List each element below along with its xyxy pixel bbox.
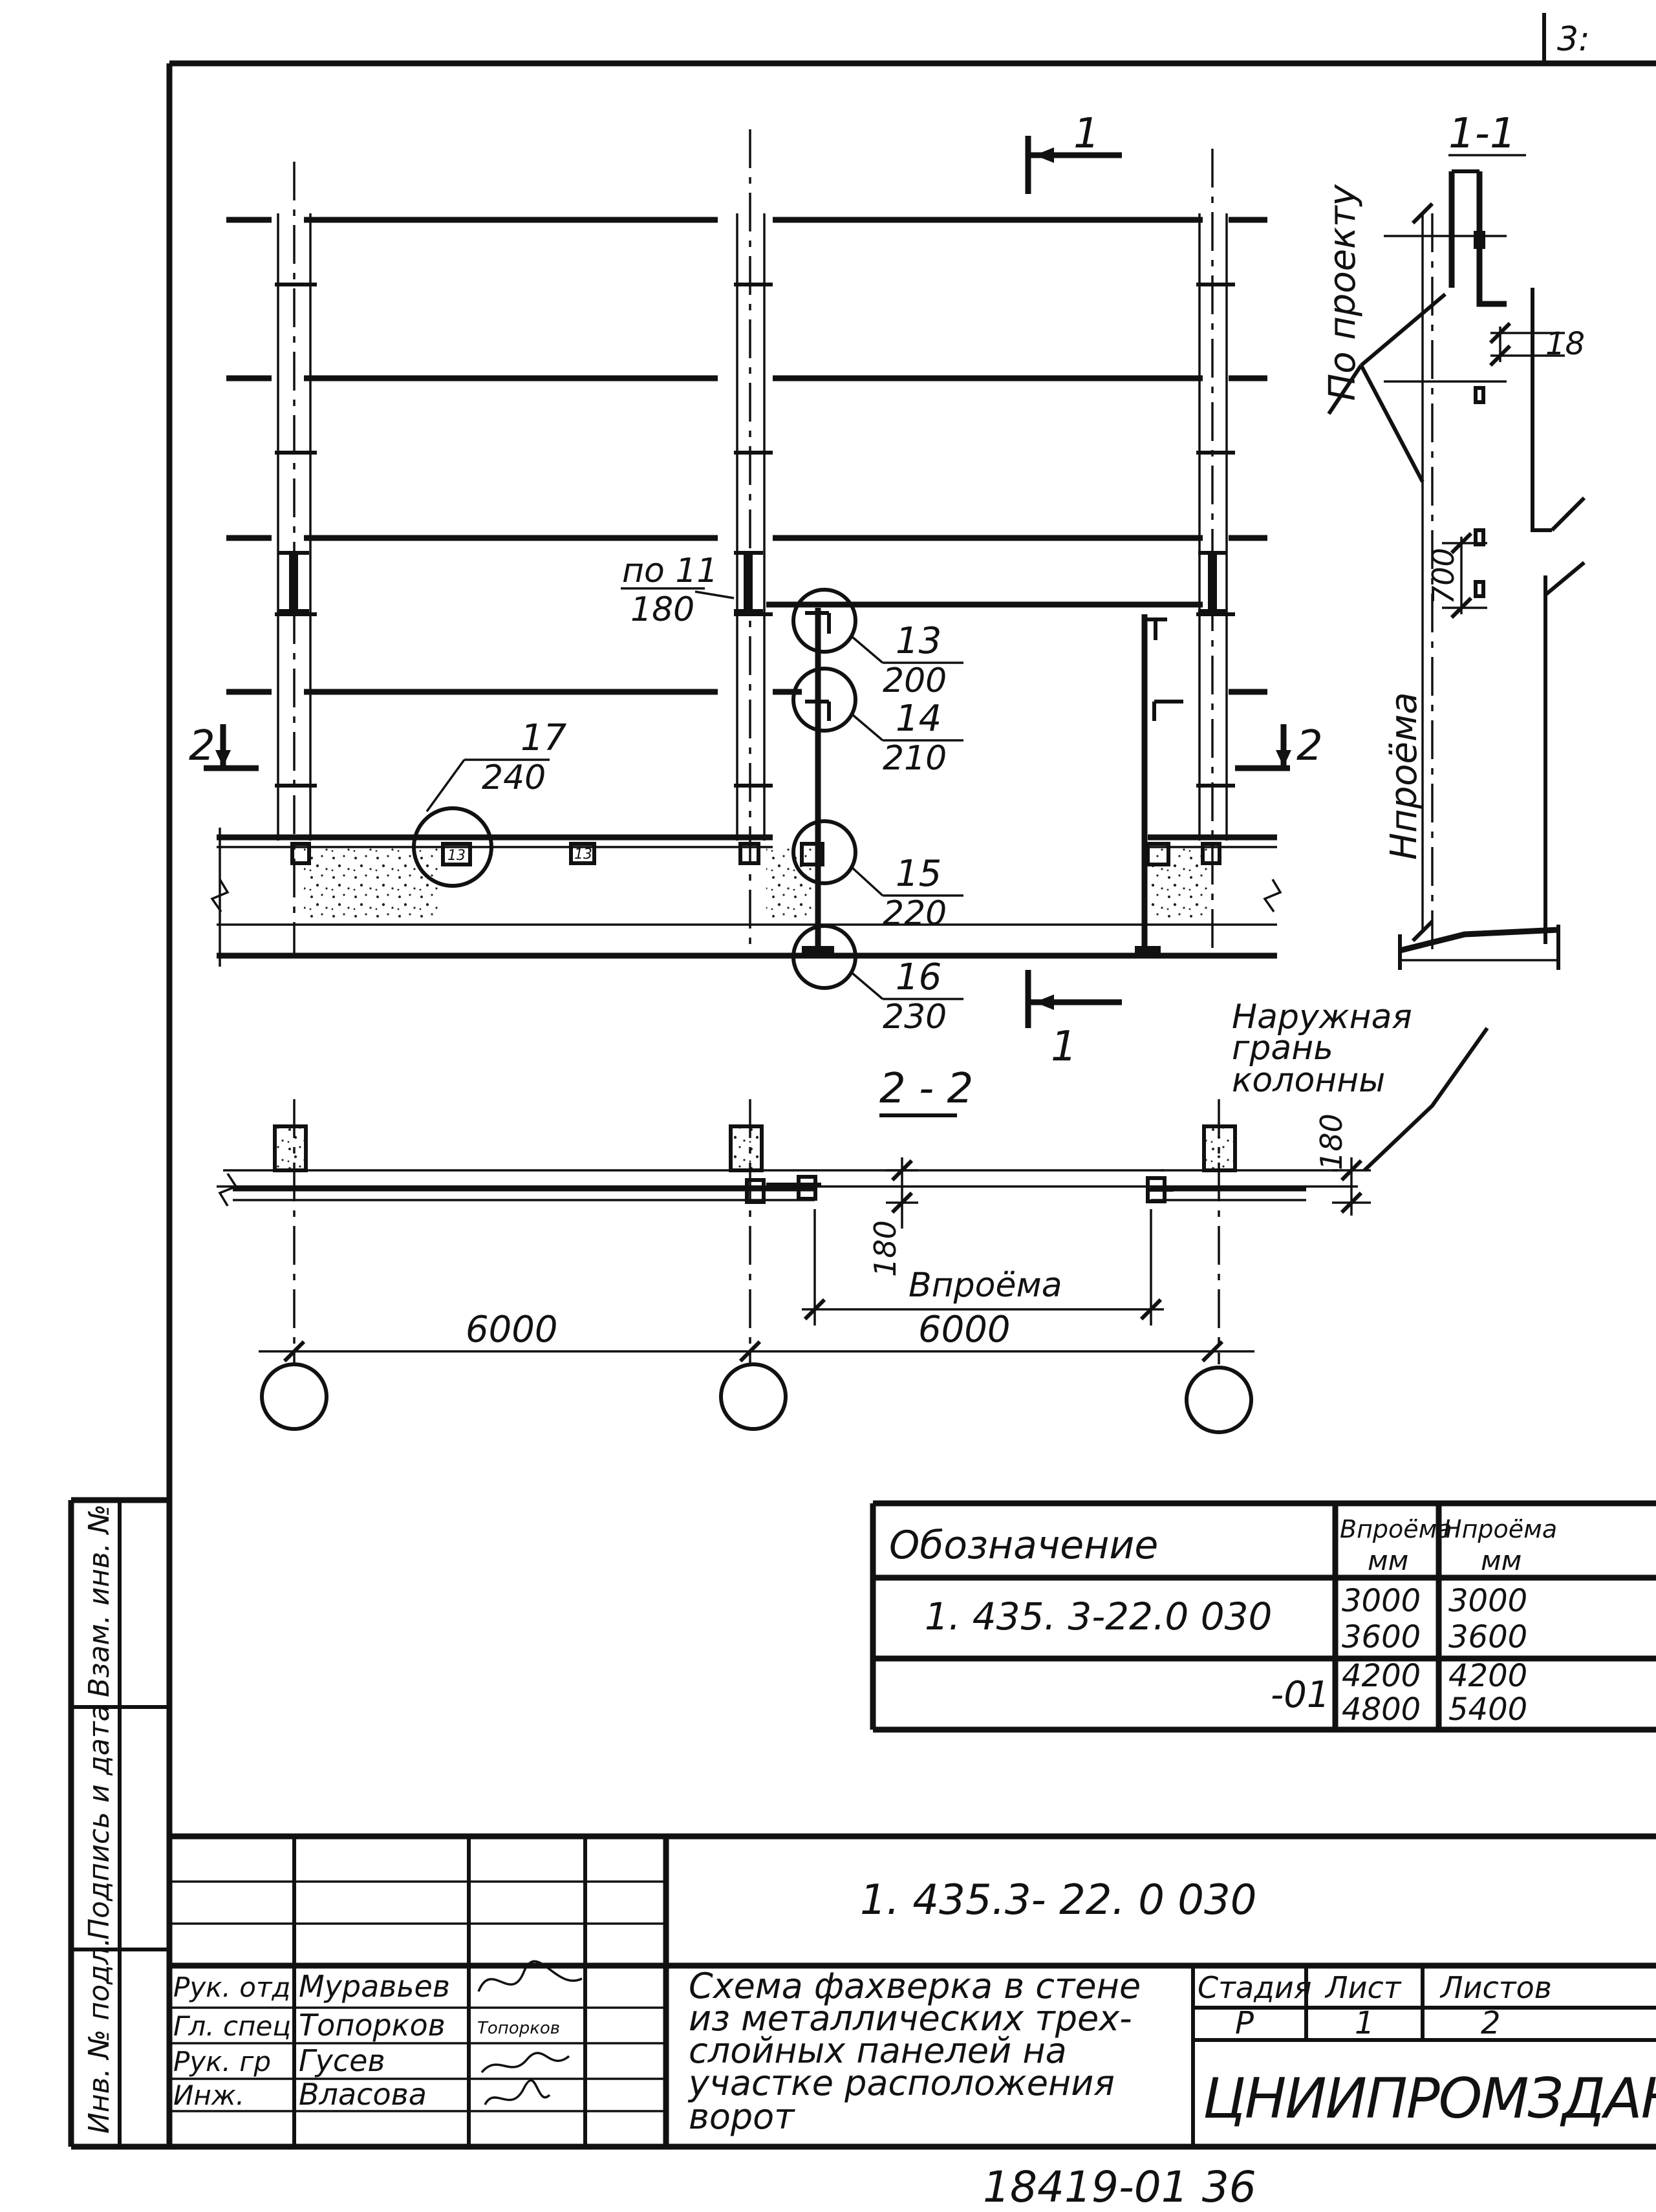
dim-180-right: 180 (1314, 1113, 1349, 1170)
name-2: Топорков (299, 2008, 446, 2043)
spec-header-h: Нпроёма (1443, 1515, 1557, 1543)
callout-14-sheet: 210 (883, 739, 947, 778)
dim-18-label: 18 (1545, 326, 1585, 362)
side-stamp-vzam: Взам. инв. № (83, 1504, 116, 1697)
facade-elevation (204, 129, 1291, 1028)
spec-row1-h2: 3600 (1448, 1619, 1527, 1655)
side-stamp (68, 1497, 169, 2147)
section-1-mark-bottom: 1 (1051, 1023, 1077, 1071)
spec-row2-designation: -01 (1271, 1674, 1329, 1716)
callout-13-node: 13 (896, 620, 941, 662)
org-name: ЦНИИПРОМЗДАНИЯ (1203, 2067, 1656, 2131)
callout-15-sheet: 220 (883, 894, 947, 933)
spec-row2-h1: 4200 (1448, 1658, 1527, 1694)
callout-14-node: 14 (896, 698, 941, 740)
section-1-1 (1327, 154, 1586, 970)
dim-180-mid: 180 (868, 1220, 903, 1277)
callout-17-sheet: 240 (482, 758, 546, 797)
spec-header-b-unit: мм (1368, 1545, 1408, 1576)
title-line-5: ворот (689, 2096, 795, 2137)
spec-header-designation: Обозначение (889, 1523, 1158, 1568)
dim-700-label: 700 (1426, 548, 1461, 605)
role-4: Инж. (173, 2079, 244, 2111)
callout-16-sheet: 230 (883, 998, 947, 1036)
role-1: Рук. отд (173, 1971, 290, 2003)
name-1: Муравьев (299, 1969, 450, 2004)
callout-17-node: 17 (521, 717, 567, 759)
kolonny-label: колонны (1232, 1061, 1385, 1100)
sheet-value: 1 (1355, 2005, 1375, 2041)
po-11-value: 180 (630, 590, 694, 629)
sheet-label: Лист (1324, 1970, 1402, 2005)
h-proema-label: Hпроёма (1383, 692, 1425, 860)
spec-row2-b2: 4800 (1342, 1691, 1421, 1728)
spec-row1-h1: 3000 (1448, 1583, 1527, 1619)
section-2-2-title: 2 - 2 (879, 1065, 973, 1113)
role-2: Гл. спец (173, 2010, 291, 2042)
po-proektu-label: По проекту (1322, 184, 1364, 401)
signature-marks (477, 1960, 583, 2105)
spec-row2-h2: 5400 (1448, 1691, 1527, 1728)
title-line-1: Схема фахверка в стене (689, 1966, 1141, 2006)
spec-row2-b1: 4200 (1342, 1658, 1421, 1694)
name-3: Гусев (299, 2043, 385, 2078)
doc-code: 1. 435.3- 22. 0 030 (860, 1876, 1256, 1924)
callout-16-node: 16 (896, 956, 941, 998)
stage-label: Стадия (1198, 1970, 1311, 2005)
span-left: 6000 (466, 1309, 558, 1351)
spec-table (870, 1500, 1656, 1733)
b-proema-label: Впроёма (909, 1266, 1062, 1305)
section-2-2 (217, 1027, 1489, 1434)
small-mark-1: 13 (447, 848, 466, 864)
sign-2: Топорков (477, 2019, 560, 2038)
name-4: Власова (299, 2077, 427, 2112)
title-block (169, 1833, 1656, 2147)
po-11-label: по 11 (622, 552, 718, 590)
title-line-2: из металлических трех- (689, 1998, 1132, 2039)
small-mark-2: 13 (574, 846, 592, 863)
sheet-frame (71, 13, 1656, 2150)
naruzhnaya-label: Наружная (1232, 998, 1412, 1036)
callout-13-sheet: 200 (883, 661, 947, 700)
section-2-mark-right: 2 (1296, 722, 1323, 770)
side-stamp-podpis: Подпись и дата (83, 1704, 116, 1940)
title-line-4: участке расположения (687, 2063, 1115, 2103)
corner-number: 3: (1557, 20, 1590, 59)
spec-header-h-unit: мм (1481, 1545, 1522, 1576)
spec-row1-designation: 1. 435. 3-22.0 030 (925, 1595, 1272, 1638)
section-1-1-title: 1-1 (1448, 110, 1516, 158)
side-stamp-inv-podl: Инв. № подл. (83, 1937, 116, 2134)
title-line-3: слойных панелей на (689, 2030, 1067, 2071)
stage-value: Р (1235, 2005, 1254, 2041)
span-right: 6000 (918, 1309, 1011, 1351)
spec-header-b: Впроёма (1340, 1515, 1452, 1543)
sheets-value: 2 (1481, 2005, 1501, 2041)
spec-row1-b2: 3600 (1342, 1619, 1421, 1655)
spec-row1-b1: 3000 (1342, 1583, 1421, 1619)
callout-15-node: 15 (896, 853, 941, 895)
section-1-mark-top: 1 (1073, 110, 1100, 158)
gran-label: грань (1232, 1029, 1333, 1068)
section-2-mark-left: 2 (189, 722, 215, 770)
archive-number: 18419-01 36 (983, 2162, 1256, 2212)
role-3: Рук. гр (173, 2046, 271, 2078)
sheets-label: Листов (1439, 1970, 1552, 2005)
